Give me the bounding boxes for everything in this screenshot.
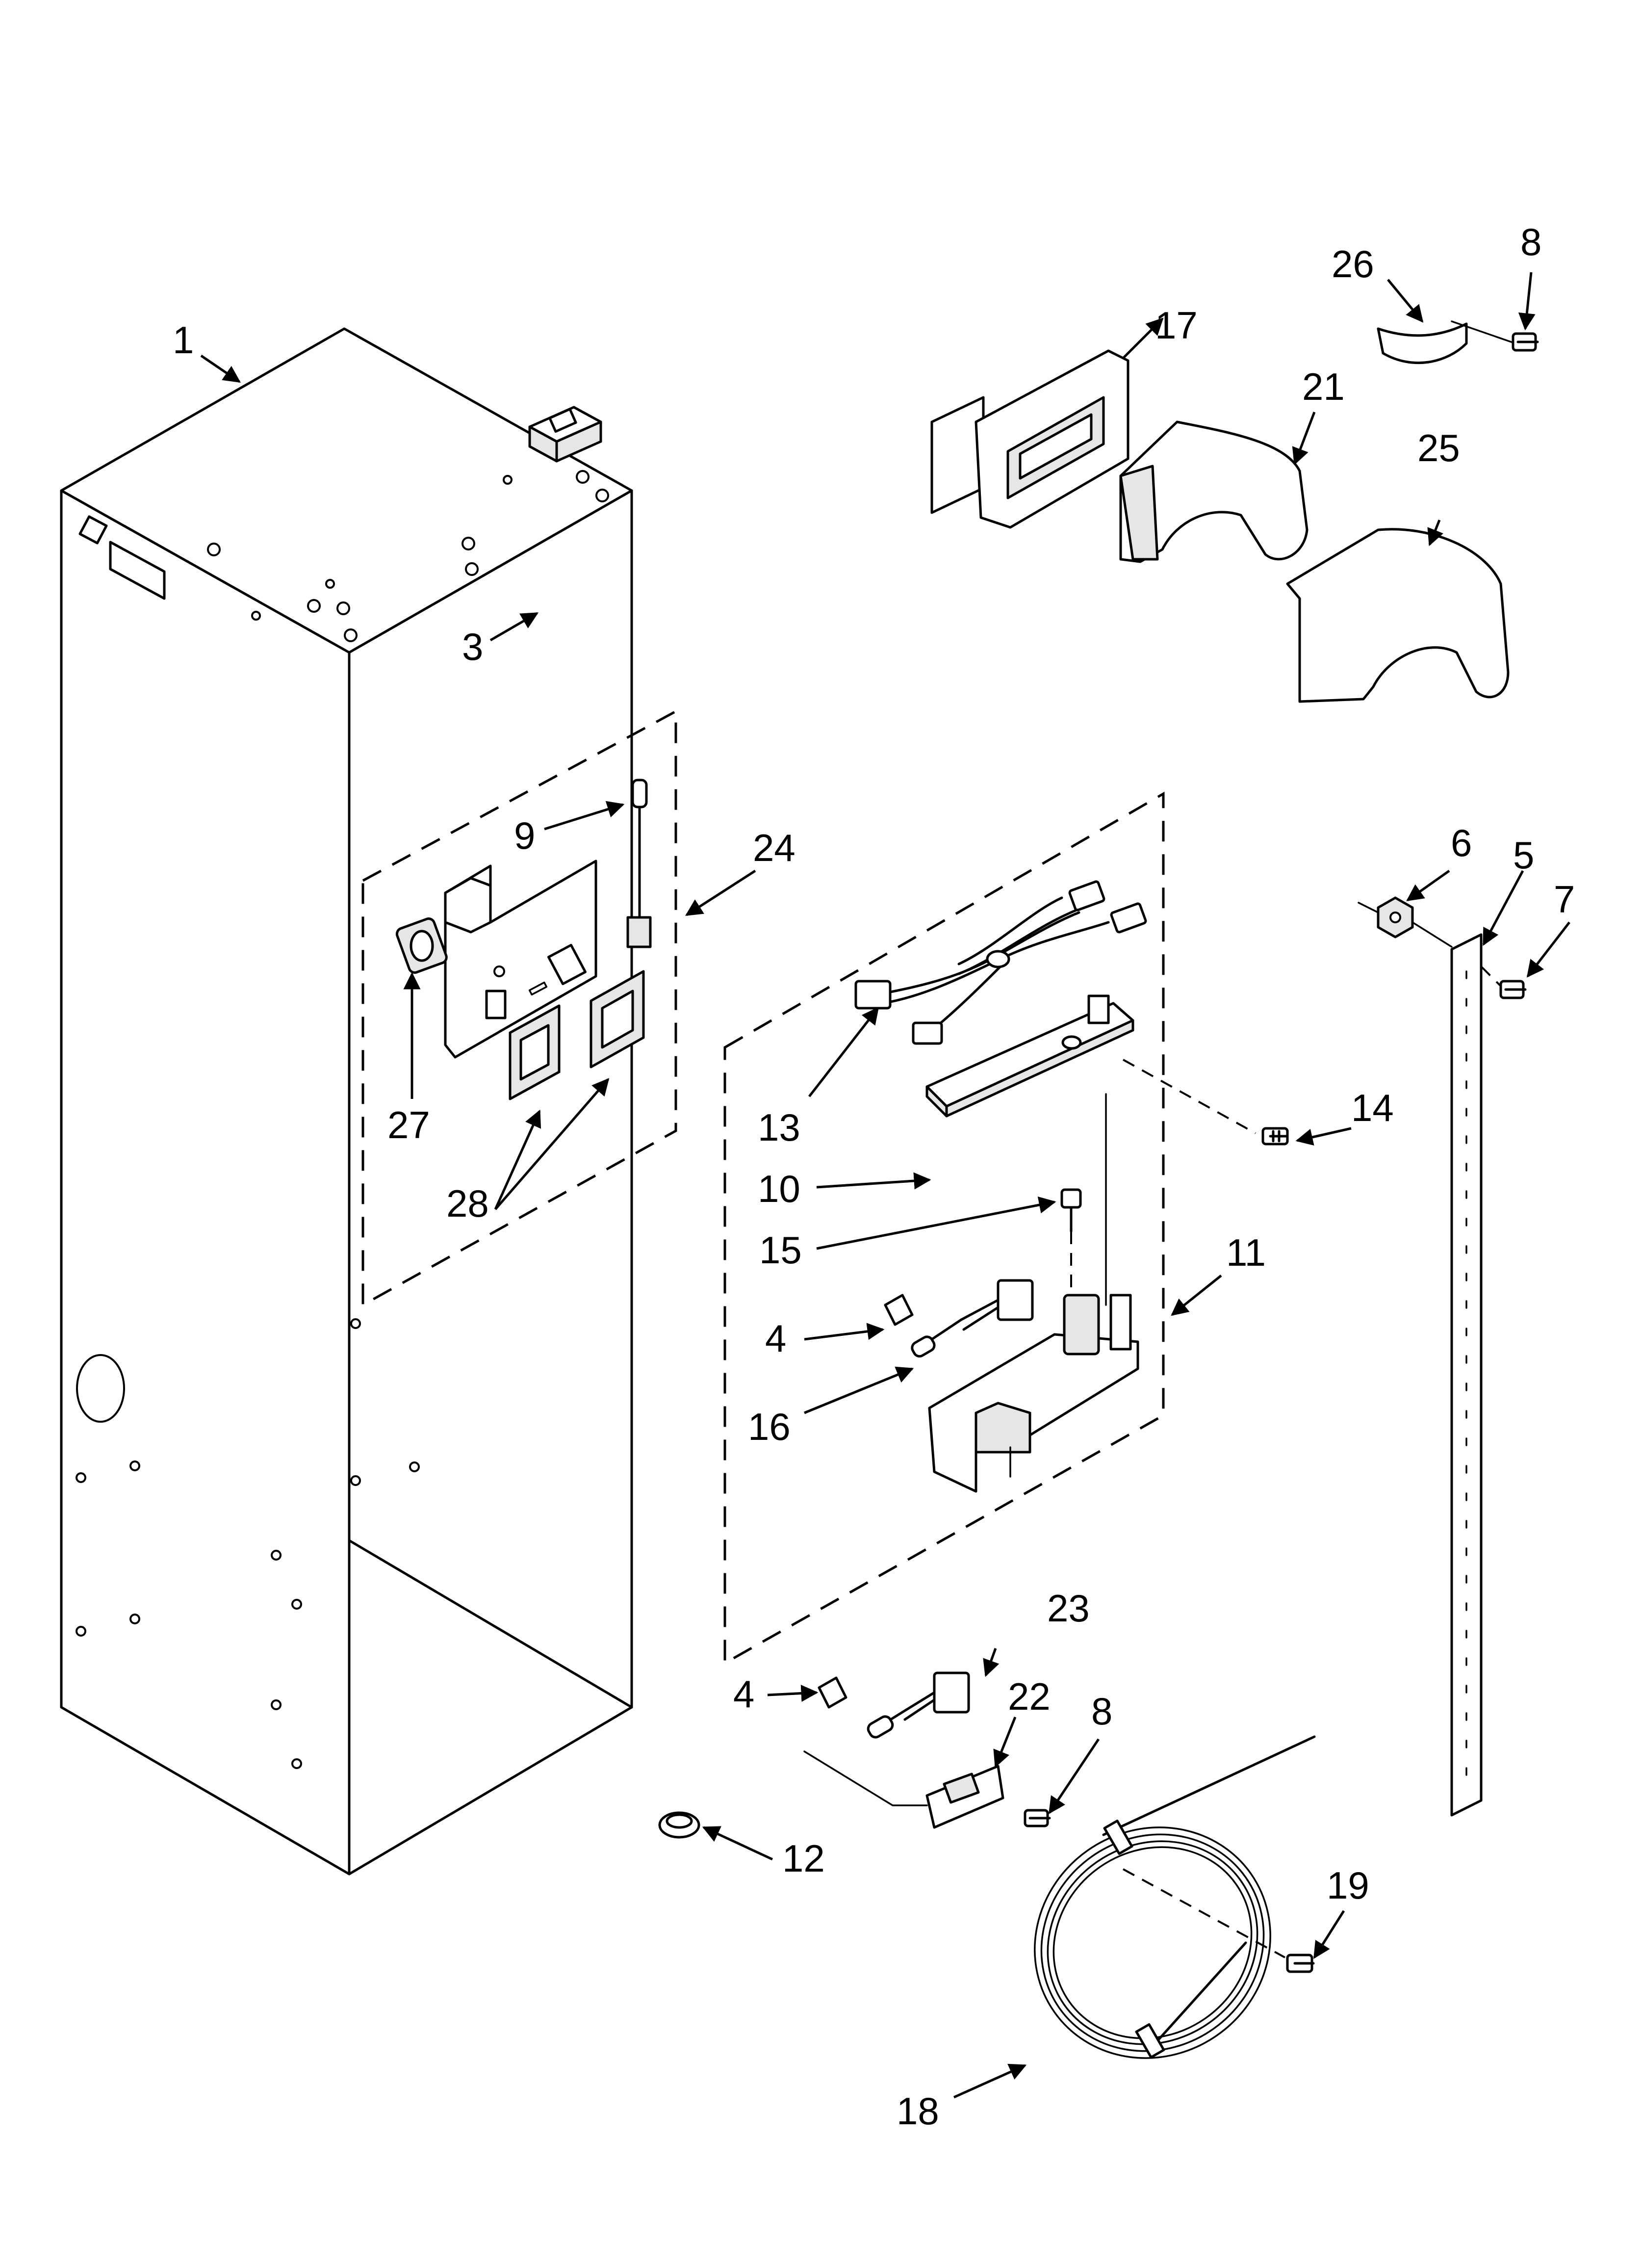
callout-23: 23 [1047,1587,1090,1630]
duct-cover-21-part [1119,420,1308,563]
light-covers-part [509,970,645,1100]
switch-22-part [803,1750,1004,1829]
callout-13: 13 [758,1106,800,1149]
callout-4b: 4 [733,1672,754,1716]
bumper-6-part [1377,896,1414,938]
screw-14-part [1261,1127,1289,1146]
thermistor-part [884,1279,1034,1358]
cabinet-part [60,327,633,1876]
callout-18: 18 [897,2089,939,2133]
callout-21: 21 [1302,365,1345,408]
callout-8b: 8 [1091,1690,1112,1733]
callout-1: 1 [173,318,194,362]
leader-lines [200,272,1570,2099]
plug-12-part [658,1811,700,1839]
callout-26: 26 [1332,242,1374,286]
callout-labels: 1 3 4 4 5 6 7 8 8 9 10 11 12 13 14 15 16… [173,220,1575,2133]
callout-25: 25 [1417,426,1460,469]
callout-16: 16 [748,1405,791,1448]
callout-3: 3 [462,625,483,668]
dispenser-tray-part [928,1294,1139,1493]
callout-28: 28 [446,1182,489,1225]
callout-14: 14 [1351,1086,1394,1129]
top-fitting-part [528,406,602,463]
bracket-part [925,994,1134,1118]
callout-5: 5 [1513,834,1534,877]
rail-5-part [1450,933,1483,1817]
callout-9: 9 [514,814,535,857]
screw-8a-part [1512,332,1539,352]
thermistor-23-part [867,1671,970,1739]
callout-6: 6 [1451,821,1472,864]
control-group-boundary [361,709,677,1307]
screw-15-part [1060,1188,1082,1325]
duct-cover-25-part [1286,528,1510,703]
sensor-lead-part [626,779,652,948]
callout-8a: 8 [1520,220,1541,263]
callout-17: 17 [1155,304,1198,347]
callout-24: 24 [753,826,795,869]
knob-part [395,917,448,974]
clip-4b-part [818,1676,847,1709]
screw-7-part [1499,980,1527,999]
callout-11: 11 [1226,1231,1266,1274]
callout-7: 7 [1554,878,1575,921]
callout-4a: 4 [765,1317,786,1360]
tubing-18-part [1034,1735,1316,2059]
wire-harness-part [854,880,1147,1045]
callout-10: 10 [758,1167,800,1210]
callout-15: 15 [759,1228,802,1272]
dispenser-group-boundary [723,791,1165,1666]
screw-8b-part [1024,1809,1051,1827]
screw-19-part [1286,1954,1315,1973]
callout-22: 22 [1008,1675,1051,1718]
top-holes [207,470,609,642]
callout-27: 27 [387,1103,430,1147]
side-holes [76,1318,420,1769]
callout-19: 19 [1327,1864,1369,1907]
clip-26-part [1377,322,1468,365]
control-housing-part [444,860,597,1059]
duct-17-part [930,349,1129,529]
callout-12: 12 [782,1837,825,1880]
